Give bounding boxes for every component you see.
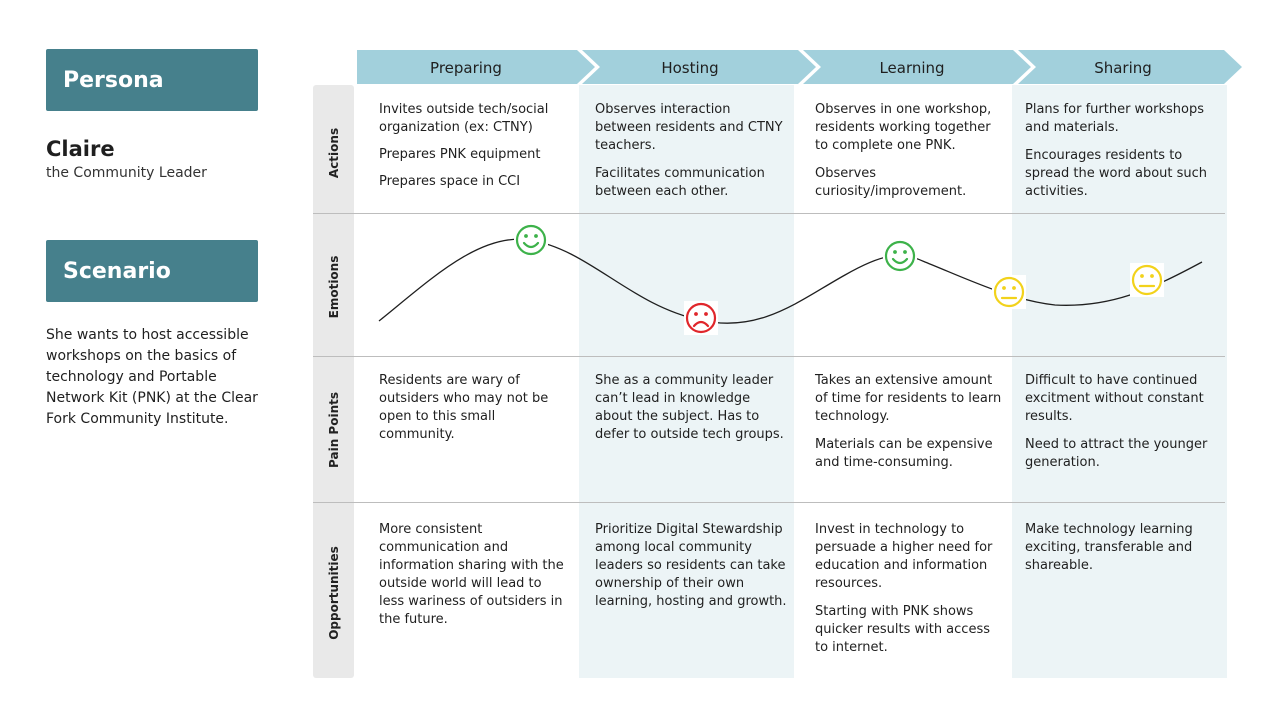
happy-face-icon	[514, 223, 548, 257]
actions-text: Observes in one workshop, residents work…	[815, 102, 992, 153]
sad-face-icon	[684, 301, 718, 335]
pain-points-cell-hosting: She as a community leader can’t lead in …	[595, 372, 785, 454]
neutral-face-icon	[1130, 263, 1164, 297]
opportunity-text: More consistent communication and inform…	[379, 522, 564, 627]
actions-text: Invites outside tech/social organization…	[379, 102, 549, 135]
persona-name: Claire	[46, 137, 115, 161]
stage-label-hosting: Hosting	[661, 59, 719, 77]
happy-face-icon	[883, 239, 917, 273]
actions-text: Prepares space in CCI	[379, 174, 521, 189]
opportunity-text: Starting with PNK shows quicker results …	[815, 604, 990, 655]
pain-point-text: Materials can be expensive and time-cons…	[815, 437, 993, 470]
opportunities-cell-preparing: More consistent communication and inform…	[379, 521, 569, 639]
opportunity-text: Prioritize Digital Stewardship among loc…	[595, 522, 787, 609]
pain-points-cell-sharing: Difficult to have continued excitment wi…	[1025, 372, 1210, 482]
actions-text: Prepares PNK equipment	[379, 147, 541, 162]
sharing-column-shade	[1012, 85, 1227, 678]
persona-heading: Persona	[46, 49, 258, 111]
pain-points-cell-preparing: Residents are wary of outsiders who may …	[379, 372, 571, 454]
emotion-curve-line	[378, 238, 1203, 324]
pain-point-text: Difficult to have continued excitment wi…	[1025, 373, 1204, 424]
actions-text: Plans for further workshops and material…	[1025, 102, 1204, 135]
row-divider	[313, 502, 1225, 503]
neutral-face-icon	[992, 275, 1026, 309]
stage-arrow-preparing	[357, 50, 595, 84]
pain-points-cell-learning: Takes an extensive amount of time for re…	[815, 372, 1007, 482]
opportunities-cell-hosting: Prioritize Digital Stewardship among loc…	[595, 521, 787, 621]
row-label-band	[313, 85, 354, 678]
scenario-heading: Scenario	[46, 240, 258, 302]
pain-point-text: Need to attract the younger generation.	[1025, 437, 1208, 470]
hosting-column-shade	[579, 85, 794, 678]
stage-label-sharing: Sharing	[1094, 59, 1152, 77]
stage-arrows	[357, 50, 1242, 84]
scenario-text: She wants to host accessible workshops o…	[46, 327, 258, 427]
actions-cell-learning: Observes in one workshop, residents work…	[815, 101, 1007, 211]
actions-text: Observes interaction between residents a…	[595, 102, 783, 153]
opportunities-cell-learning: Invest in technology to persuade a highe…	[815, 521, 1005, 667]
stage-label-learning: Learning	[879, 59, 945, 77]
pain-point-text: Takes an extensive amount of time for re…	[815, 373, 1002, 424]
actions-cell-preparing: Invites outside tech/social organization…	[379, 101, 569, 201]
row-divider	[313, 213, 1225, 214]
actions-text: Encourages residents to spread the word …	[1025, 148, 1208, 199]
stage-label-preparing: Preparing	[430, 59, 502, 77]
actions-cell-hosting: Observes interaction between residents a…	[595, 101, 790, 211]
actions-text: Facilitates communication between each o…	[595, 166, 765, 199]
pain-point-text: Residents are wary of outsiders who may …	[379, 373, 549, 442]
opportunity-text: Make technology learning exciting, trans…	[1025, 522, 1193, 573]
persona-role: the Community Leader	[46, 165, 207, 181]
actions-cell-sharing: Plans for further workshops and material…	[1025, 101, 1210, 211]
stage-arrow-hosting	[582, 50, 816, 84]
actions-text: Observes curiosity/improvement.	[815, 166, 967, 199]
row-divider	[313, 356, 1225, 357]
stage-arrow-sharing	[1018, 50, 1242, 84]
stage-arrow-learning	[803, 50, 1031, 84]
opportunity-text: Invest in technology to persuade a highe…	[815, 522, 993, 591]
pain-point-text: She as a community leader can’t lead in …	[595, 373, 784, 442]
opportunities-cell-sharing: Make technology learning exciting, trans…	[1025, 521, 1205, 585]
